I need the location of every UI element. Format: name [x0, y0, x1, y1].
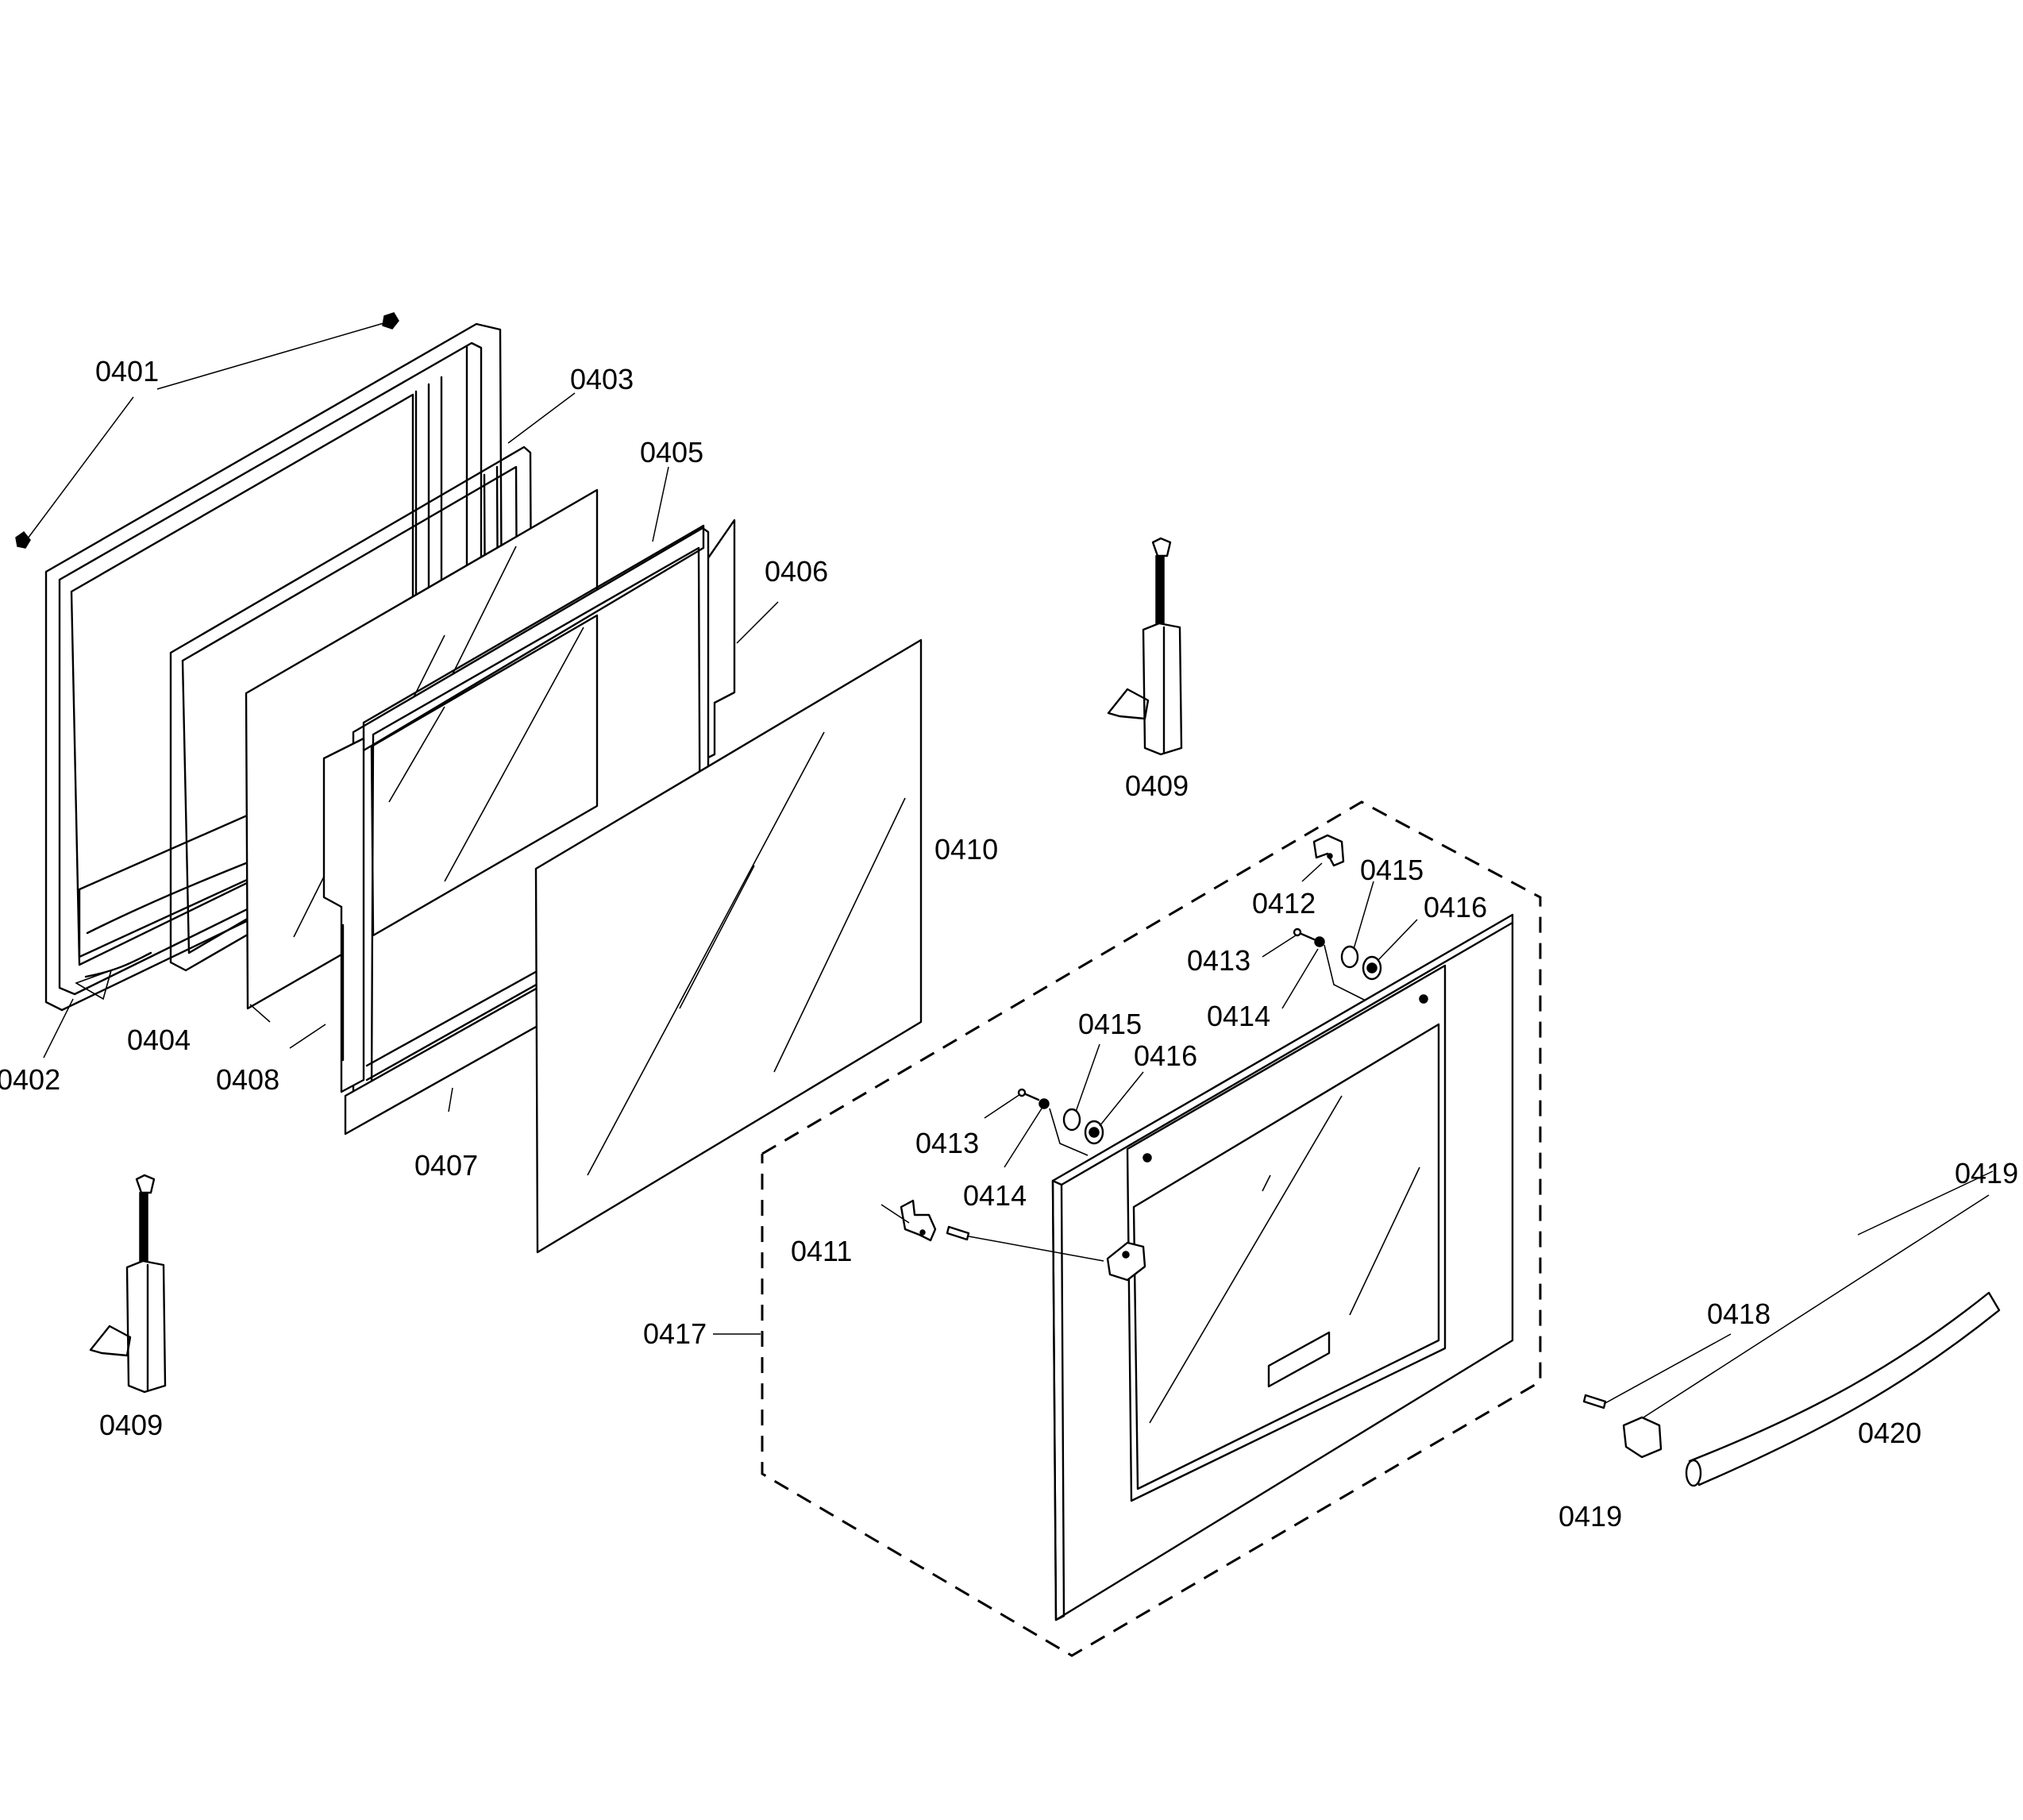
label-0419-lower: 0419 [1559, 1500, 1622, 1533]
handle-end-cap-0419-upper [1106, 1241, 1146, 1282]
pin-0418-lower [1582, 1394, 1607, 1409]
label-0404: 0404 [127, 1024, 191, 1056]
screw-0401-left [15, 530, 31, 549]
door-bracket-lower [1049, 1108, 1089, 1156]
label-0417: 0417 [643, 1317, 707, 1350]
label-0415-upper: 0415 [1360, 854, 1424, 886]
label-0402: 0402 [0, 1063, 60, 1096]
label-0414-lower: 0414 [963, 1179, 1027, 1212]
label-0412: 0412 [1252, 887, 1316, 920]
outer-door-panel [1051, 913, 1514, 1621]
label-0418: 0418 [1707, 1298, 1771, 1330]
label-0413-lower: 0413 [915, 1127, 979, 1159]
handle-bar-0420 [1685, 1291, 2001, 1487]
handle-end-cap-0419-lower [1622, 1416, 1663, 1459]
label-0406: 0406 [765, 555, 828, 588]
label-0409-bottom: 0409 [99, 1409, 163, 1441]
nut-0414-lower [1038, 1098, 1050, 1109]
bracket-0412 [1312, 834, 1345, 867]
glass-pane-0405-inner [370, 614, 599, 937]
pin-0418-upper [946, 1225, 970, 1241]
label-0403: 0403 [570, 363, 634, 395]
label-0401: 0401 [95, 355, 159, 388]
label-0407: 0407 [414, 1149, 478, 1182]
hinge-0409-bottom [89, 1174, 167, 1394]
label-0420: 0420 [1858, 1417, 1921, 1449]
screw-0413-lower [1017, 1088, 1040, 1101]
door-bracket-upper [1324, 944, 1366, 1001]
label-0415-lower: 0415 [1078, 1008, 1142, 1040]
screw-0413-upper [1293, 927, 1316, 941]
label-0408: 0408 [216, 1063, 279, 1096]
door-assembly-0417 [761, 800, 1542, 1657]
nut-0414-upper [1314, 936, 1325, 947]
label-0405: 0405 [640, 436, 703, 468]
washer-0415-upper [1340, 945, 1359, 969]
label-0416-lower: 0416 [1134, 1039, 1197, 1072]
label-0410: 0410 [934, 833, 998, 866]
label-0416-upper: 0416 [1424, 891, 1487, 923]
hinge-0409-top [1107, 537, 1183, 756]
label-0414-upper: 0414 [1207, 1000, 1270, 1032]
washer-0416-upper [1362, 955, 1382, 981]
label-0409-top: 0409 [1125, 769, 1189, 802]
screw-0401-upper [382, 312, 399, 330]
outer-glass-0410 [534, 638, 923, 1254]
label-0413-upper: 0413 [1187, 944, 1250, 977]
washer-0416-lower [1084, 1120, 1104, 1145]
bracket-0411 [900, 1199, 937, 1242]
label-0419-upper: 0419 [1955, 1157, 2018, 1190]
leader-lines [25, 321, 1994, 1418]
label-0411: 0411 [791, 1235, 852, 1267]
washer-0415-lower [1062, 1108, 1081, 1132]
